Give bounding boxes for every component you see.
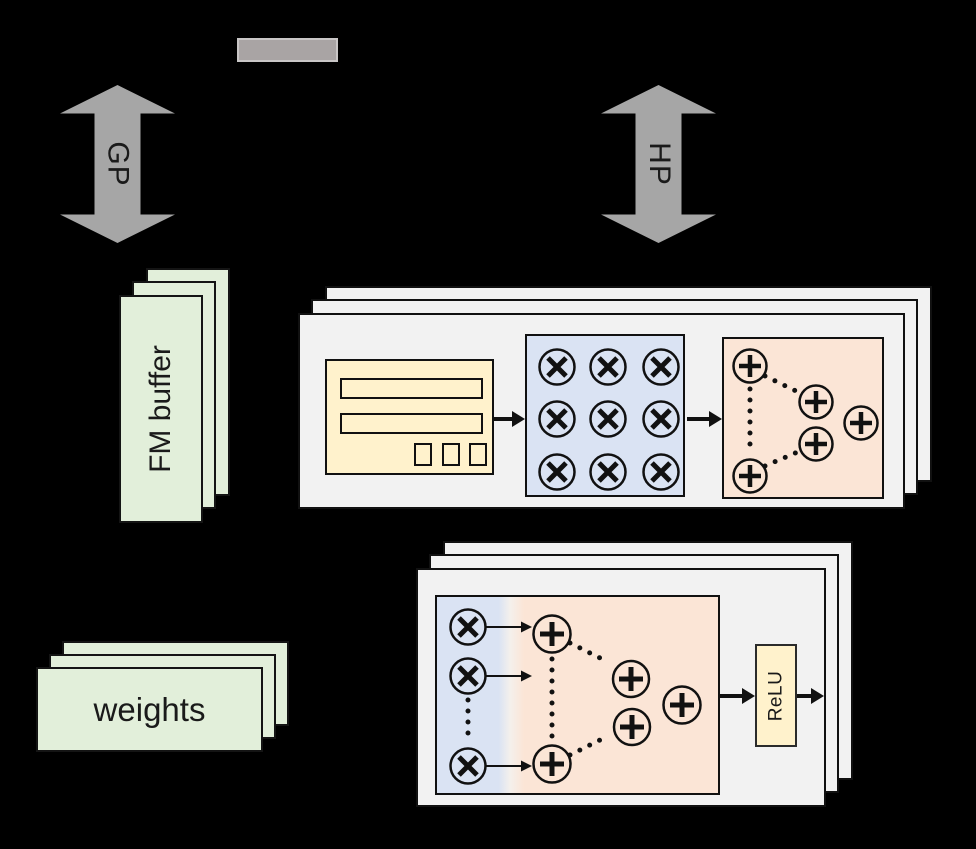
- multiply-icon: [538, 348, 576, 386]
- arrow-window-to-multipliers: [494, 411, 525, 427]
- multiply-icon: [642, 453, 680, 491]
- weights-layer-1: weights: [36, 667, 263, 752]
- pe-mul-add-box: [435, 595, 720, 795]
- hp-port-label: HP: [642, 142, 676, 186]
- line-buffer-row: [340, 378, 483, 399]
- plus-crosses: [739, 355, 872, 487]
- weights-label: weights: [93, 690, 206, 728]
- arrow-multipliers-to-adders: [687, 411, 722, 427]
- relu-label: ReLU: [765, 670, 787, 721]
- line-buffer-cell: [469, 443, 487, 466]
- arrowhead-icon: [521, 760, 532, 772]
- legend-gray-swatch: [237, 38, 338, 62]
- hp-port-arrow-icon: HP: [601, 85, 716, 243]
- line-buffer-row: [340, 413, 483, 434]
- conv-engine-layer-1: [298, 313, 905, 509]
- arrowhead-icon: [521, 621, 532, 633]
- arrowhead-icon: [742, 688, 755, 704]
- pe-mul-add-graphic: [449, 608, 702, 785]
- arrowhead-icon: [811, 688, 824, 704]
- dotted-connectors: [465, 640, 607, 758]
- relu-box: ReLU: [755, 644, 797, 747]
- line-buffer-cell: [414, 443, 432, 466]
- plus-crosses: [540, 622, 694, 776]
- multiply-icon: [642, 348, 680, 386]
- fm-buffer-label: FM buffer: [144, 345, 178, 473]
- line-buffer-cell: [442, 443, 460, 466]
- multiply-icon: [538, 400, 576, 438]
- multiply-icon: [589, 453, 627, 491]
- gp-port-arrow-icon: GP: [60, 85, 175, 243]
- multiply-crosses: [546, 356, 672, 483]
- arrow-adders-to-relu: [720, 688, 755, 704]
- multiplier-array-graphic: [538, 348, 680, 491]
- multiply-icon: [642, 400, 680, 438]
- arrowhead-icon: [709, 411, 722, 427]
- gp-port-label: GP: [101, 141, 135, 187]
- pe-multiplier-circles: [449, 608, 487, 785]
- multiply-icon: [589, 348, 627, 386]
- multiply-icon: [538, 453, 576, 491]
- arrowhead-icon: [521, 670, 532, 682]
- multiplier-array-box: [525, 334, 685, 497]
- adder-tree-graphic: [732, 348, 879, 494]
- pe-engine-layer-1: ReLU: [416, 568, 826, 807]
- adder-tree-box: [722, 337, 884, 499]
- multiply-crosses: [457, 616, 479, 777]
- input-arrows: [486, 626, 521, 767]
- arrow-relu-out: [797, 688, 824, 704]
- fm-buffer-layer-1: FM buffer: [119, 295, 203, 523]
- line-buffer-box: [325, 359, 494, 475]
- multiply-icon: [589, 400, 627, 438]
- pe-adder-circles: [532, 614, 702, 784]
- input-arrowheads: [521, 621, 532, 772]
- dotted-connectors: [747, 373, 803, 469]
- multiplier-circles: [538, 348, 680, 491]
- arrowhead-icon: [512, 411, 525, 427]
